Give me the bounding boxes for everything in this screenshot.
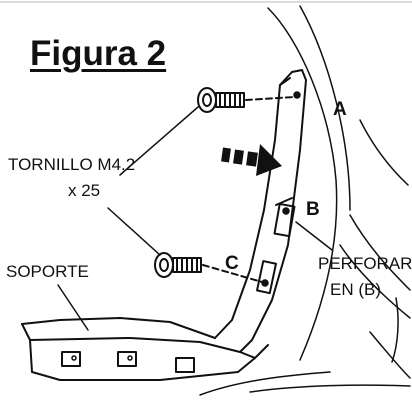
point-b-label: B: [306, 199, 320, 220]
mounting-holes: [71, 91, 301, 361]
screw-top-leader: [119, 106, 199, 176]
screw-label-line1: TORNILLO M4.2: [8, 155, 136, 174]
screw-top-dashed-line: [245, 96, 296, 101]
screw-bottom-dashed-line: [202, 264, 263, 283]
bracket-part: [21, 69, 307, 381]
drill-leader: [295, 221, 333, 251]
screw-bottom: [154, 252, 202, 278]
drill-label-line1: PERFORAR: [318, 254, 412, 273]
bracket-label: SOPORTE: [6, 262, 89, 281]
screw-top: [197, 87, 245, 113]
screw-bottom-leader: [107, 207, 161, 256]
vehicle-body-lines: [199, 5, 411, 396]
figure-title: Figura 2: [30, 34, 167, 73]
direction-arrow: [221, 144, 282, 176]
point-a-label: A: [333, 99, 347, 120]
drill-label-line2: EN (B): [330, 280, 381, 299]
screw-label-line2: x 25: [68, 181, 101, 200]
bracket-leader: [57, 284, 89, 331]
point-c-label: C: [225, 253, 239, 274]
leader-lines: [57, 106, 333, 331]
